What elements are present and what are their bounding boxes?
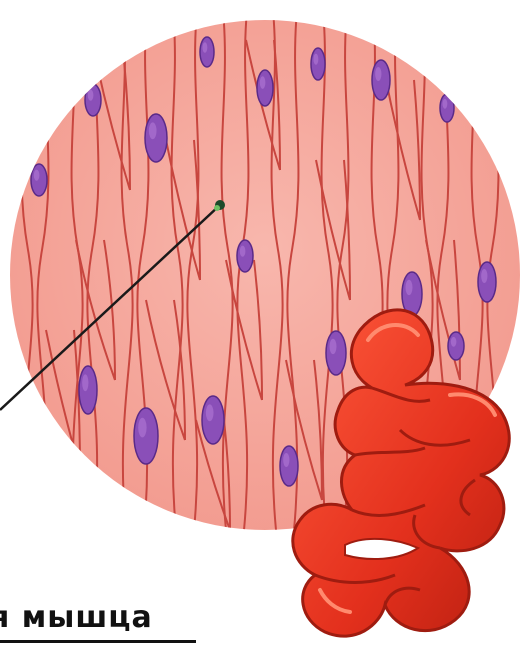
cell-nucleus-highlight (149, 122, 157, 139)
cell-nucleus (31, 164, 47, 196)
cell-nucleus (478, 262, 496, 302)
cell-nucleus-highlight (240, 246, 246, 257)
cell-nucleus (326, 331, 346, 375)
cell-nucleus (202, 396, 224, 444)
cell-nucleus (280, 446, 298, 486)
cell-nucleus (257, 70, 273, 106)
cell-nucleus-highlight (406, 280, 413, 295)
caption-label: я мышца (0, 600, 153, 636)
cell-nucleus-highlight (313, 54, 318, 65)
cell-nucleus (311, 48, 325, 80)
cell-nucleus (134, 408, 158, 464)
cell-nucleus-highlight (138, 418, 146, 438)
cell-nucleus (440, 94, 454, 122)
cell-nucleus-highlight (375, 67, 381, 81)
cell-nucleus (448, 332, 464, 360)
cell-nucleus (200, 37, 214, 67)
cell-nucleus-highlight (206, 404, 214, 421)
cell-nucleus-highlight (330, 339, 337, 354)
caption-underline (0, 640, 196, 643)
pointer-dot-highlight (214, 205, 220, 211)
cell-nucleus-highlight (481, 269, 487, 283)
cell-nucleus (85, 84, 101, 116)
cell-nucleus (79, 366, 97, 414)
cell-nucleus (145, 114, 167, 162)
cell-nucleus-highlight (451, 337, 457, 347)
cell-nucleus-highlight (283, 453, 289, 467)
cell-nucleus-highlight (442, 99, 447, 109)
cell-nucleus-highlight (34, 170, 40, 181)
cell-nucleus-highlight (260, 76, 266, 89)
cell-nucleus-highlight (202, 42, 207, 53)
cell-nucleus-highlight (82, 374, 88, 391)
cell-nucleus-highlight (88, 90, 94, 101)
cell-nucleus (372, 60, 390, 100)
cell-nucleus (237, 240, 253, 272)
